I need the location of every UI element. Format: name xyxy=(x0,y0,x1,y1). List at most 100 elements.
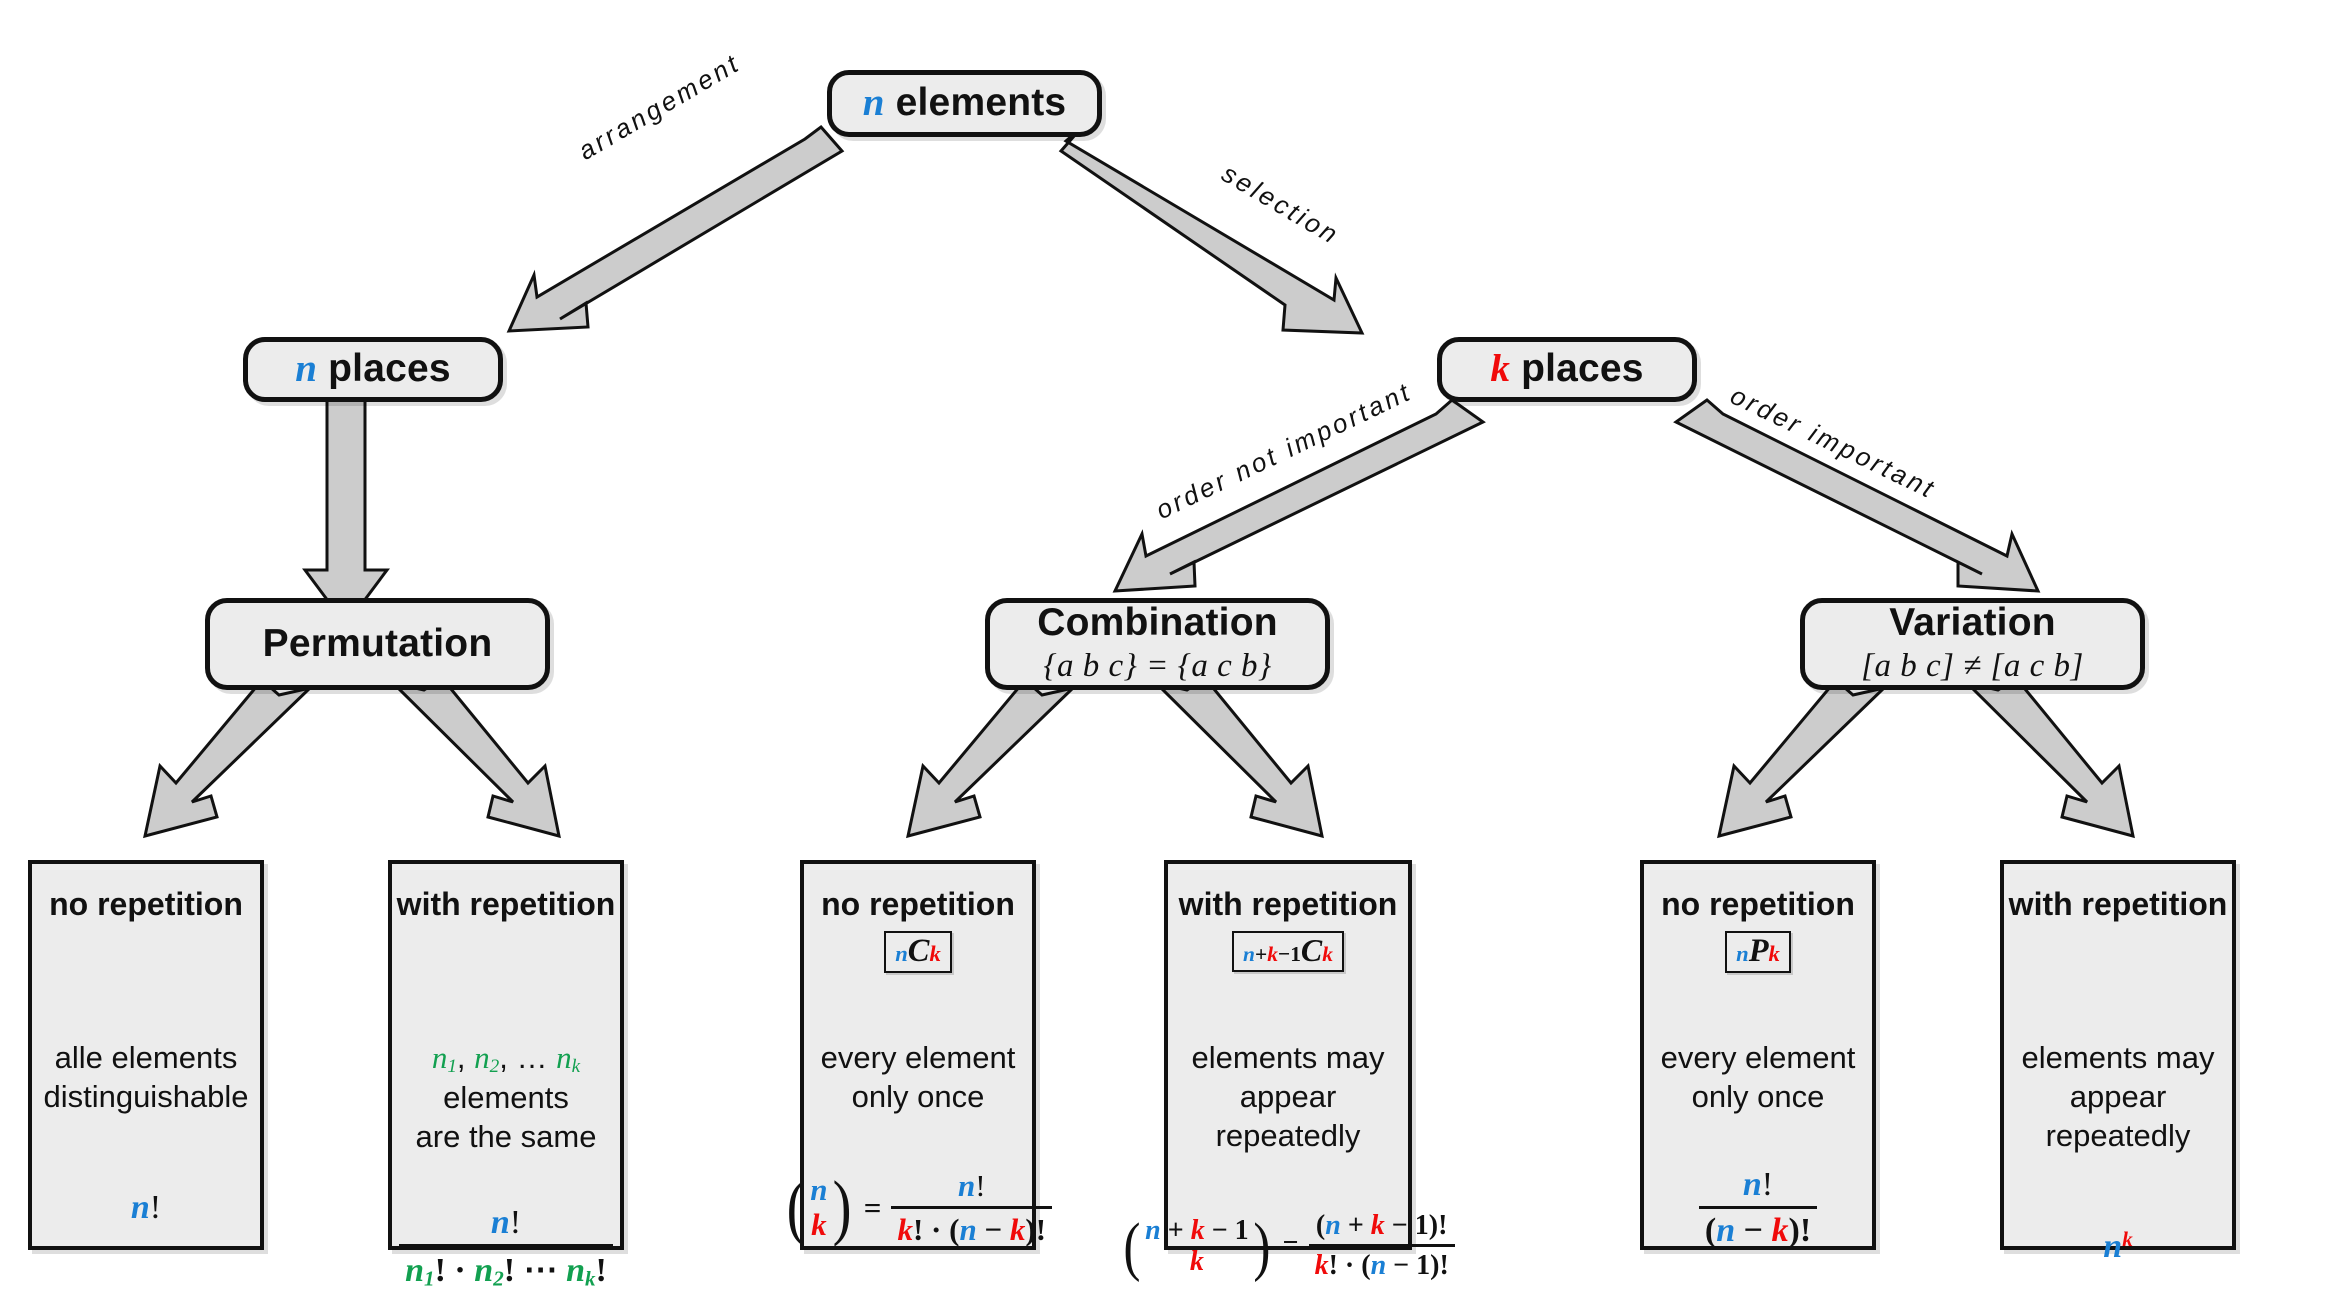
edge-label-order-not-important: order not important xyxy=(1151,375,1417,526)
symbol-P: P xyxy=(1748,932,1769,969)
arrow-permutation-withrep xyxy=(388,675,561,839)
minus-sign: − xyxy=(984,1211,1003,1247)
var-k: k xyxy=(897,1211,913,1247)
diagram-canvas: .ar{fill:#cccccc;stroke:#111;stroke-widt… xyxy=(28,47,2236,1291)
leaf-heading: no repetition xyxy=(1661,886,1855,922)
denominator: (n − k)! xyxy=(1704,1211,1812,1249)
var-n2: n2 xyxy=(474,1040,500,1078)
comma: , xyxy=(499,1040,508,1075)
leaf-formula: ( n + k − 1 k ) = (n + k − 1)! k! xyxy=(1124,1181,1455,1311)
node-n-places[interactable]: n places xyxy=(243,337,503,402)
node-combination-title: Combination xyxy=(1037,601,1278,645)
left-paren: ( xyxy=(786,1166,806,1248)
denominator: n1! · n2! ⋯ nk! xyxy=(405,1251,607,1291)
leaf-symbol-nk1Ck: n+k−1Ck xyxy=(1232,930,1344,973)
comma: , xyxy=(456,1040,466,1075)
leaf-variation-with-repetition[interactable]: with repetition elements may appear repe… xyxy=(2000,860,2236,1265)
leaf-heading: no repetition xyxy=(49,886,243,922)
minus-sign: − xyxy=(1277,941,1291,966)
plus-sign: + xyxy=(1254,941,1268,966)
leaf-heading: with repetition xyxy=(2008,886,2228,922)
node-n-elements-label: elements xyxy=(895,81,1067,125)
factorial-sign: ! xyxy=(149,1188,162,1226)
node-k-places[interactable]: k places xyxy=(1437,337,1697,402)
node-n-elements-title: n elements xyxy=(862,81,1067,125)
leaf-description: n1, n2, … nk elements are the same xyxy=(392,1039,620,1183)
leaf-top: no repetition xyxy=(32,864,260,1039)
leaf-top: no repetition nCk xyxy=(804,864,1032,1039)
arrow-variation-withrep xyxy=(1962,675,2135,839)
leaf-formula: n! xyxy=(32,1143,260,1273)
binomial-coefficient: ( n k ) xyxy=(784,1166,854,1248)
leaf-top: no repetition nPk xyxy=(1644,864,1872,1039)
leaf-permutation-no-repetition[interactable]: no repetition alle elements distinguisha… xyxy=(28,860,264,1250)
leaf-formula: nk xyxy=(2004,1181,2232,1311)
var-k: k xyxy=(1490,347,1511,391)
node-n-places-title: n places xyxy=(295,348,451,390)
symbol-C: C xyxy=(907,932,930,969)
leaf-desc-line: every element xyxy=(1660,1040,1856,1075)
var-k: k xyxy=(1771,1211,1789,1249)
numerator: (n + k − 1)! xyxy=(1315,1210,1448,1242)
cdot: · xyxy=(454,1251,466,1289)
edge-label-arrangement: arrangement xyxy=(573,47,746,166)
right-paren: ) xyxy=(832,1166,852,1248)
var-nk: nk xyxy=(556,1040,581,1078)
var-n1: n1 xyxy=(405,1251,435,1291)
leaf-desc-line: distinguishable xyxy=(43,1078,249,1114)
var-n: n xyxy=(862,81,885,125)
node-variation[interactable]: Variation [a b c] ≠ [a c b] xyxy=(1800,598,2145,690)
var-nk: nk xyxy=(566,1251,596,1291)
leaf-variation-no-repetition[interactable]: no repetition nPk every element only onc… xyxy=(1640,860,1876,1250)
ellipsis: … xyxy=(516,1040,548,1075)
leaf-desc-line: elements may appear xyxy=(2021,1040,2215,1114)
fraction: n! (n − k)! xyxy=(1698,1165,1818,1250)
fraction-bar xyxy=(891,1205,1053,1209)
leaf-symbol-nPk: nPk xyxy=(1725,930,1791,973)
leaf-desc-line: every element xyxy=(820,1040,1016,1075)
leaf-formula: ( n k ) = n! k! · (n − k)! xyxy=(787,1143,1053,1273)
fraction-bar xyxy=(399,1243,613,1247)
numerator: n! xyxy=(1742,1165,1774,1203)
var-k: k xyxy=(1190,1214,1205,1246)
leaf-permutation-with-repetition[interactable]: with repetition n1, n2, … nk elements ar… xyxy=(388,860,624,1291)
binomial-coefficient: ( n + k − 1 k ) xyxy=(1123,1209,1271,1283)
node-combination-subtitle: {a b c} = {a c b} xyxy=(1043,647,1272,684)
edge-label-selection: selection xyxy=(1216,158,1346,251)
leaf-description: every element only once xyxy=(1644,1039,1872,1143)
var-n: n xyxy=(1243,941,1255,966)
var-n: n xyxy=(1736,940,1749,966)
leaf-description: every element only once xyxy=(804,1039,1032,1143)
var-n: n xyxy=(1742,1165,1762,1203)
leaf-desc-line-math: n1, n2, … nk elements xyxy=(400,1039,612,1118)
numerator: n! xyxy=(957,1167,986,1203)
leaf-desc-line: alle elements xyxy=(54,1040,238,1075)
leaf-heading: no repetition xyxy=(821,886,1015,922)
fraction-bar xyxy=(1698,1205,1818,1209)
node-combination[interactable]: Combination {a b c} = {a c b} xyxy=(985,598,1330,690)
cdots: ⋯ xyxy=(523,1251,558,1289)
var-n: n xyxy=(2103,1227,2123,1265)
var-k: k xyxy=(1267,941,1278,966)
leaf-combination-no-repetition[interactable]: no repetition nCk every element only onc… xyxy=(787,860,1053,1250)
symbol-C: C xyxy=(1300,932,1323,968)
node-n-elements[interactable]: n elements xyxy=(827,70,1102,137)
var-n: n xyxy=(895,940,908,966)
fraction-bar xyxy=(1308,1244,1455,1248)
leaf-desc-line: elements may appear xyxy=(1191,1040,1385,1114)
node-permutation[interactable]: Permutation xyxy=(205,598,550,690)
factorial-sign: ! xyxy=(509,1203,522,1241)
denominator: k! · (n − 1)! xyxy=(1314,1250,1449,1282)
var-n2: n2 xyxy=(474,1251,504,1291)
leaf-desc-line: only once xyxy=(1691,1078,1825,1114)
var-n1: n1 xyxy=(431,1040,457,1078)
var-n: n xyxy=(490,1203,510,1241)
arrow-nplaces-permutation xyxy=(302,398,390,628)
leaf-formula: n! (n − k)! xyxy=(1644,1143,1872,1273)
leaf-description: alle elements distinguishable xyxy=(32,1039,260,1143)
left-paren: ( xyxy=(1123,1209,1141,1283)
numerator: n! xyxy=(485,1204,527,1244)
leaf-heading: with repetition xyxy=(396,886,616,922)
right-paren: ) xyxy=(1253,1209,1271,1283)
leaf-combination-with-repetition[interactable]: with repetition n+k−1Ck elements may app… xyxy=(1124,860,1455,1281)
